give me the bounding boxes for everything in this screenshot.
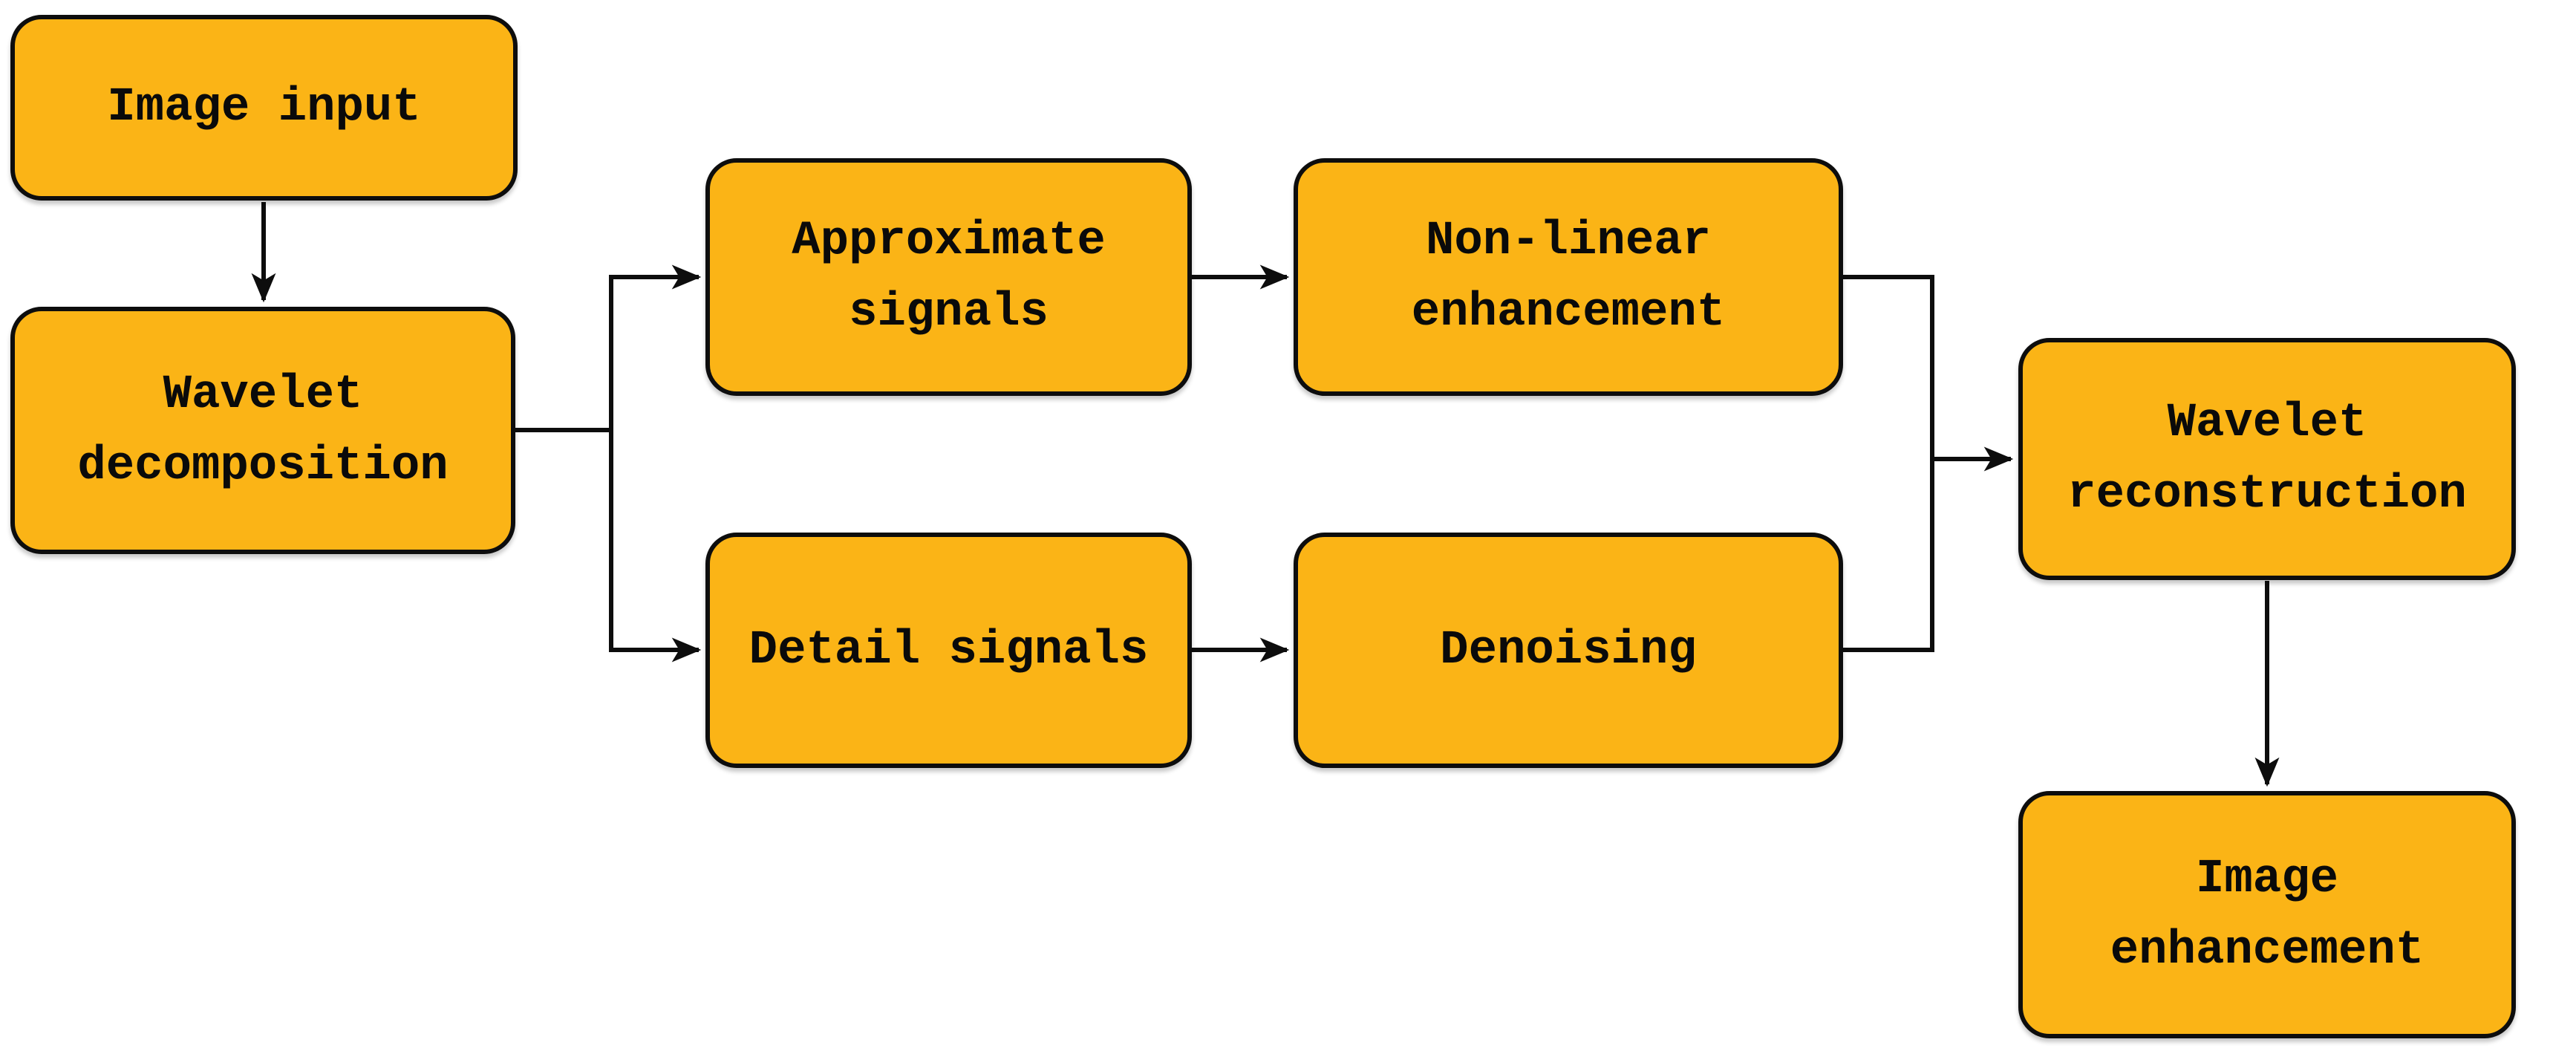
node-label-wavelet-reconstruction: Wavelet reconstruction: [2067, 397, 2467, 521]
node-detail-signals: Detail signals: [705, 533, 1192, 768]
node-wavelet-reconstruction: Wavelet reconstruction: [2018, 338, 2516, 580]
node-approximate-signals: Approximate signals: [705, 158, 1192, 396]
edge-non-linear-enhancement-to-wavelet-reconstruction: [1841, 275, 2014, 472]
node-label-approximate-signals: Approximate signals: [792, 215, 1106, 339]
node-label-detail-signals: Detail signals: [749, 623, 1149, 677]
node-image-input: Image input: [10, 15, 518, 201]
node-label-non-linear-enhancement: Non-linear enhancement: [1411, 215, 1726, 339]
node-image-enhancement: Image enhancement: [2018, 791, 2516, 1038]
node-label-image-input: Image input: [107, 81, 421, 134]
node-label-image-enhancement: Image enhancement: [2110, 852, 2425, 977]
edge-wavelet-decomposition-to-detail-signals: [609, 428, 702, 663]
edge-wavelet-decomposition-to-approximate-signals: [609, 264, 702, 432]
node-label-wavelet-decomposition: Wavelet decomposition: [77, 368, 449, 493]
node-denoising: Denoising: [1294, 533, 1843, 768]
node-non-linear-enhancement: Non-linear enhancement: [1294, 158, 1843, 396]
edge-denoising-to-junction: [1841, 457, 1934, 652]
node-label-denoising: Denoising: [1440, 623, 1697, 677]
node-wavelet-decomposition: Wavelet decomposition: [10, 307, 515, 554]
